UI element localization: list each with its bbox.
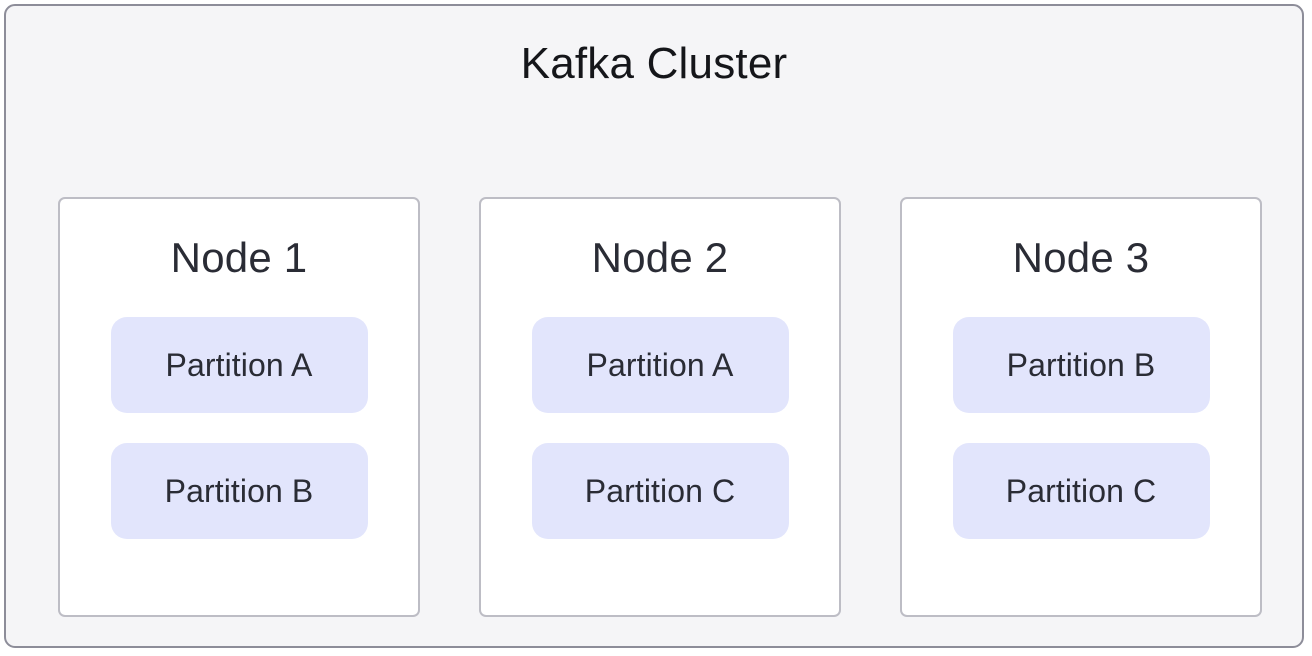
partition-label: Partition A [165, 347, 313, 383]
partition-list-3: Partition B Partition C [902, 317, 1260, 539]
partition-label: Partition A [586, 347, 734, 383]
cluster-title: Kafka Cluster [520, 39, 788, 88]
partition-pill[interactable]: Partition A [110, 317, 368, 413]
node-title-1: Node 1 [170, 234, 308, 281]
partition-pill[interactable]: Partition C [952, 443, 1210, 539]
partition-label: Partition B [1006, 347, 1156, 383]
partition-list-1: Partition A Partition B [60, 317, 418, 539]
partition-pill[interactable]: Partition A [531, 317, 789, 413]
partition-pill[interactable]: Partition B [110, 443, 368, 539]
node-title-2: Node 2 [591, 234, 729, 281]
node-title-3: Node 3 [1012, 234, 1150, 281]
partition-label: Partition C [584, 473, 736, 509]
kafka-cluster-frame: Kafka Cluster Node 1 Partition A Partiti… [4, 4, 1304, 648]
node-card-3[interactable]: Node 3 Partition B Partition C [900, 197, 1262, 617]
node-card-2[interactable]: Node 2 Partition A Partition C [479, 197, 841, 617]
partition-pill[interactable]: Partition B [952, 317, 1210, 413]
partition-label: Partition C [1005, 473, 1157, 509]
partition-pill[interactable]: Partition C [531, 443, 789, 539]
node-card-1[interactable]: Node 1 Partition A Partition B [58, 197, 420, 617]
node-row: Node 1 Partition A Partition B Node 2 Pa… [58, 197, 1262, 617]
partition-list-2: Partition A Partition C [481, 317, 839, 539]
partition-label: Partition B [164, 473, 314, 509]
